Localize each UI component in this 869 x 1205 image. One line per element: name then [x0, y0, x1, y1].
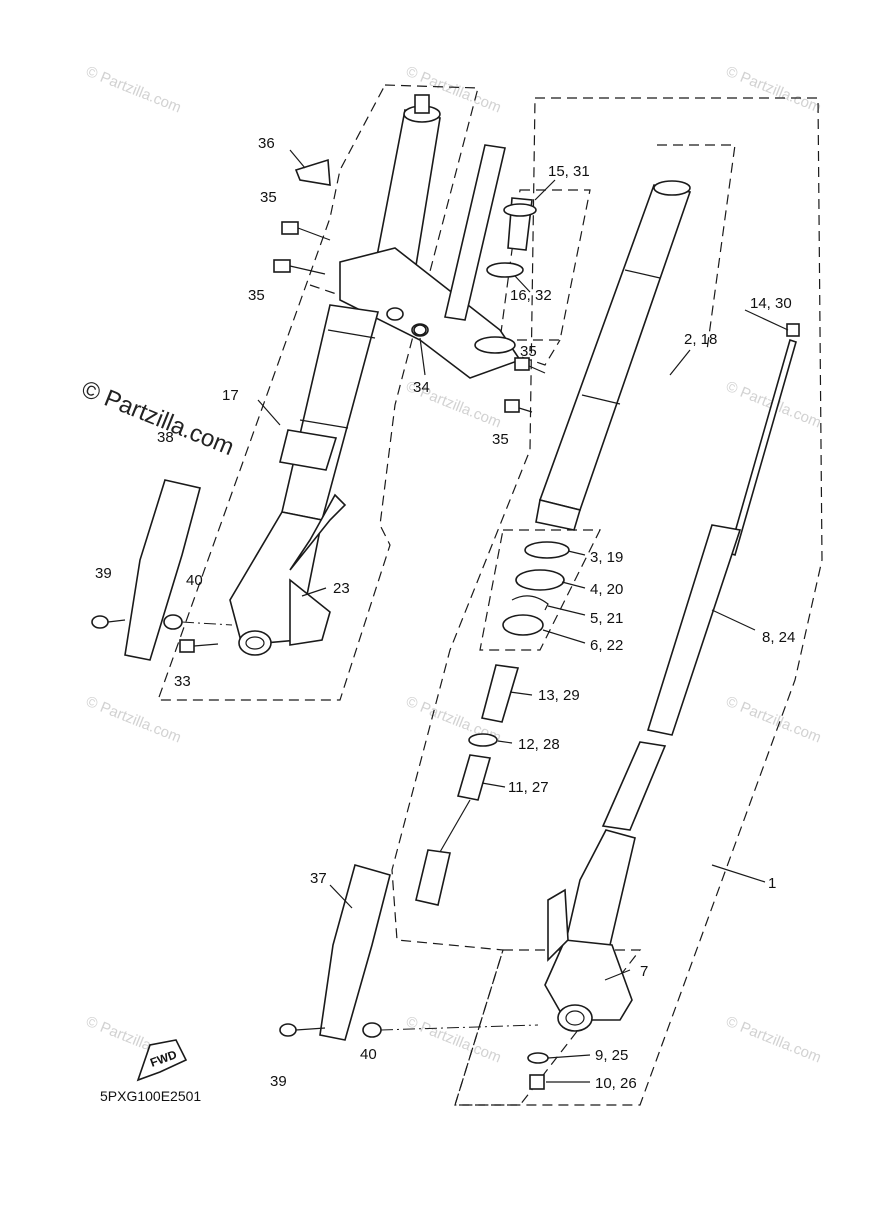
callout-8-24: 8, 24 — [762, 629, 795, 646]
part-9-washer — [527, 1052, 549, 1064]
callout-34: 34 — [413, 379, 430, 396]
callout-2-18: 2, 18 — [684, 331, 717, 348]
part-39-bolt-lower — [279, 1023, 297, 1037]
left-dust-seal — [279, 429, 338, 471]
callout-13-29: 13, 29 — [538, 687, 580, 704]
watermark: © Partzilla.com — [84, 693, 184, 747]
fwd-arrow-shape — [136, 1039, 188, 1082]
part-7-axle-hole — [557, 1004, 593, 1032]
watermark: © Partzilla.com — [724, 63, 824, 117]
watermark: © Partzilla.com — [724, 1013, 824, 1067]
part-35-bolt — [281, 221, 299, 235]
part-4-oil-seal — [515, 569, 565, 591]
callout-39: 39 — [270, 1073, 287, 1090]
callout-14-30: 14, 30 — [750, 295, 792, 312]
part-40-washer — [163, 614, 183, 630]
part-36-cap — [294, 158, 331, 186]
left-brake-mount — [289, 493, 347, 571]
watermark: © Partzilla.com — [84, 63, 184, 117]
left-fork-assembly — [91, 94, 546, 661]
part-5-clip — [511, 595, 549, 611]
callout-35: 35 — [248, 287, 265, 304]
part-11-spring-lower — [415, 849, 451, 906]
callout-36: 36 — [258, 135, 275, 152]
part-16-oring — [486, 262, 524, 278]
callout-35: 35 — [260, 189, 277, 206]
right-inner-sleeve — [601, 741, 667, 831]
part-35-bolt — [504, 399, 520, 413]
part-35-bolt — [514, 357, 530, 371]
brand-watermark: © Partzilla.com — [78, 376, 238, 462]
callout-3-19: 3, 19 — [590, 549, 623, 566]
seal-group-boundary — [479, 529, 601, 651]
callout-15-31: 15, 31 — [548, 163, 590, 180]
callout-4-20: 4, 20 — [590, 581, 623, 598]
callout-40: 40 — [360, 1046, 377, 1063]
callout-labels: 36 35 35 35 35 34 17 38 39 40 23 33 15, … — [95, 135, 795, 1092]
outer-tube-boundary — [657, 144, 736, 351]
steering-shaft — [444, 144, 506, 321]
right-fork-boundary — [391, 97, 823, 1106]
callout-10-26: 10, 26 — [595, 1075, 637, 1092]
part-34-nut — [413, 324, 427, 336]
part-11-spring-upper — [456, 754, 492, 801]
callout-1: 1 — [768, 875, 776, 892]
part-2-tube-top — [653, 180, 691, 196]
callout-40: 40 — [186, 572, 203, 589]
callout-12-28: 12, 28 — [518, 736, 560, 753]
lower-fork-boundary — [454, 949, 642, 1106]
part-3-dust-seal — [524, 541, 570, 559]
callout-33: 33 — [174, 673, 191, 690]
callout-16-32: 16, 32 — [510, 287, 552, 304]
part-8-rod-cylinder — [646, 524, 742, 736]
part-6-bushing — [502, 614, 544, 636]
leader-lines — [257, 149, 789, 1083]
part-37-fork-guard — [319, 864, 391, 1041]
part-39-bolt — [91, 615, 109, 629]
part-7-mount — [547, 888, 569, 962]
part-7-lower-leg — [563, 829, 636, 946]
callout-39: 39 — [95, 565, 112, 582]
callout-5-21: 5, 21 — [590, 610, 623, 627]
left-outer-tube — [281, 304, 380, 521]
part-40-washer-lower — [362, 1022, 382, 1038]
callout-17: 17 — [222, 387, 239, 404]
callout-38: 38 — [157, 429, 174, 446]
part-33-bolt — [179, 639, 195, 653]
left-caliper-mount — [289, 578, 331, 646]
callout-7: 7 — [640, 963, 648, 980]
callout-6-22: 6, 22 — [590, 637, 623, 654]
callout-9-25: 9, 25 — [595, 1047, 628, 1064]
callout-11-27: 11, 27 — [508, 779, 549, 796]
part-2-outer-tube — [538, 184, 692, 511]
part-35-bolt — [273, 259, 291, 273]
part-12-washer — [468, 733, 498, 747]
part-38-fork-guard — [124, 479, 201, 661]
callout-23: 23 — [333, 580, 350, 597]
left-fork-boundary — [157, 84, 479, 701]
right-fork-assembly — [279, 180, 800, 1090]
part-7-bracket — [544, 939, 633, 1021]
part-10-bolt — [529, 1074, 545, 1090]
part-14-bolt — [786, 323, 800, 337]
bracket-hole — [386, 307, 404, 321]
diagram-code: 5PXG100E2501 — [100, 1088, 201, 1104]
part-2-seal-end — [535, 499, 582, 531]
left-cap-nut — [414, 94, 430, 114]
callout-35: 35 — [520, 343, 537, 360]
callout-35: 35 — [492, 431, 509, 448]
watermark: © Partzilla.com — [404, 1013, 504, 1067]
part-15-flange — [503, 203, 537, 217]
left-axle-hole — [238, 630, 272, 656]
part-13-spacer — [481, 664, 520, 723]
callout-37: 37 — [310, 870, 327, 887]
fwd-arrow: FWD — [136, 1039, 188, 1082]
part-8-damper-rod — [728, 338, 797, 557]
bracket-hole — [474, 336, 516, 354]
